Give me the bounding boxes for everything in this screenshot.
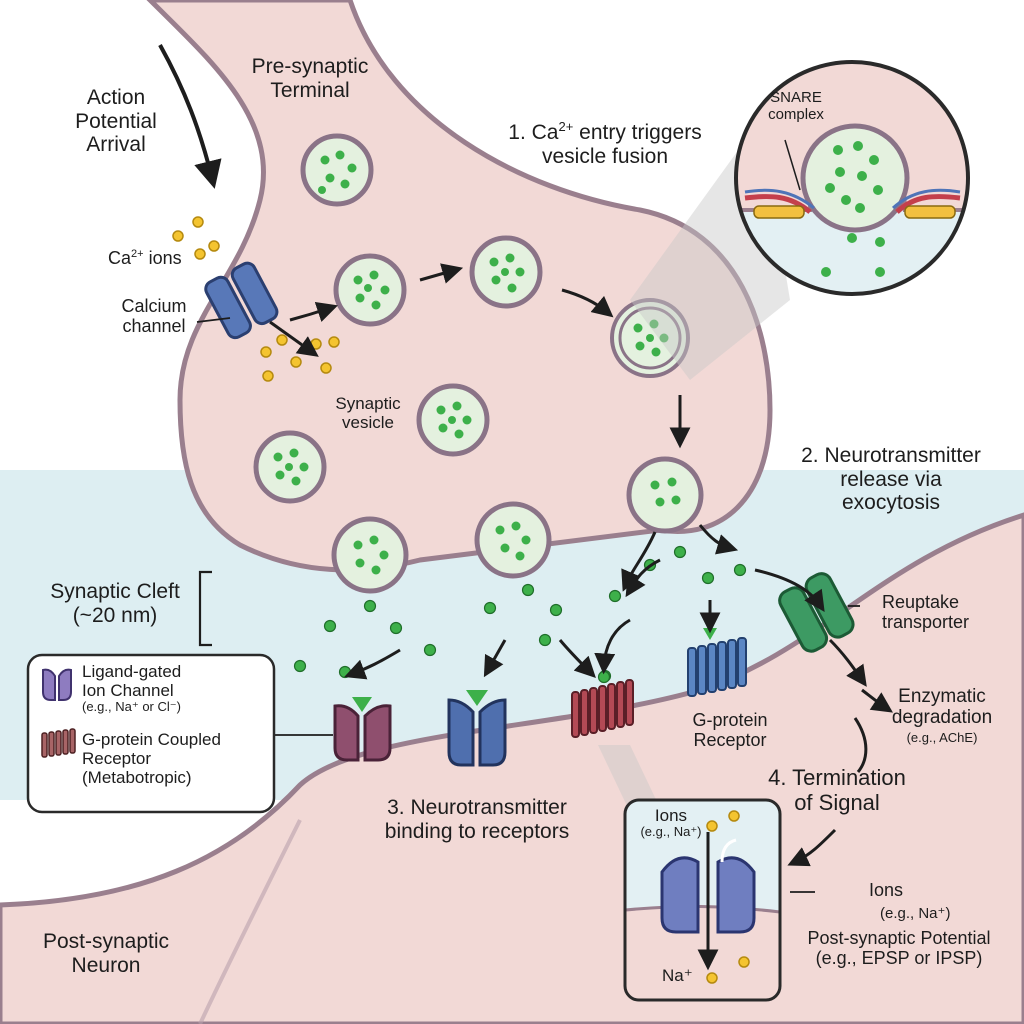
legend-gpcr-icon bbox=[41, 728, 76, 758]
inset-na-label: Na⁺ bbox=[662, 966, 693, 985]
legend-ligand-gated-icon bbox=[42, 668, 72, 701]
cleft-bracket bbox=[198, 570, 212, 647]
calcium-ions bbox=[172, 216, 340, 382]
pre-synaptic-line-2: Terminal bbox=[270, 78, 350, 102]
step-1-prefix: 1. Ca bbox=[508, 121, 559, 144]
synaptic-vesicle-label: Synaptic vesicle bbox=[318, 394, 418, 432]
calcium-channel-label: Calcium channel bbox=[110, 296, 198, 336]
g-protein-receptor-label: G-protein Receptor bbox=[680, 710, 780, 750]
action-potential-label: Action Potential Arrival bbox=[68, 86, 164, 157]
step-1-superscript: 2+ bbox=[558, 119, 574, 134]
ions-right-example: (e.g., Na⁺) bbox=[880, 905, 951, 922]
g-protein-receptor-icon bbox=[687, 637, 747, 697]
reuptake-line-2: transporter bbox=[882, 612, 970, 633]
post-potential-line-2: (e.g., EPSP or IPSP) bbox=[815, 948, 983, 969]
legend-ligand-line-1: Ligand-gated bbox=[82, 662, 182, 681]
inset-cone bbox=[598, 745, 660, 808]
calcium-channel-icon bbox=[204, 261, 279, 340]
step-2-line-1: 2. Neurotransmitter bbox=[801, 444, 981, 467]
gpcr-ligand bbox=[597, 670, 611, 684]
enzymatic-example: (e.g., AChE) bbox=[906, 729, 978, 745]
legend-item-gpcr: G-protein Coupled Receptor (Metabotropic… bbox=[82, 730, 221, 787]
pre-synaptic-label: Pre-synaptic Terminal bbox=[238, 55, 382, 102]
step-1-line-2: vesicle fusion bbox=[541, 144, 669, 168]
post-synaptic-dendrite bbox=[198, 819, 302, 1024]
calcium-channel-line-1: Calcium bbox=[121, 296, 187, 316]
g-protein-receptor-line-2: Receptor bbox=[693, 730, 767, 751]
post-potential-line-1: Post-synaptic Potential bbox=[807, 928, 991, 948]
calcium-channel-line-2: channel bbox=[122, 316, 186, 337]
synaptic-cleft-line-2: (~20 nm) bbox=[72, 603, 158, 627]
docked-vesicles bbox=[331, 456, 704, 594]
synaptic-cleft-line-1: Synaptic Cleft bbox=[50, 580, 180, 603]
step-3-line-1: 3. Neurotransmitter bbox=[387, 796, 567, 819]
legend-gpcr-line-3: (Metabotropic) bbox=[82, 768, 192, 788]
vesicle-neurotransmitter bbox=[273, 150, 681, 575]
termination-curve bbox=[853, 717, 868, 773]
step-2-label: 2. Neurotransmitter release via exocytos… bbox=[784, 444, 998, 515]
pre-synaptic-line-1: Pre-synaptic bbox=[251, 55, 369, 78]
snare-magnifier bbox=[734, 60, 970, 296]
step-4-line-2: of Signal bbox=[794, 789, 880, 815]
ca-ions-superscript: 2+ bbox=[131, 248, 144, 260]
leader-lines bbox=[196, 317, 860, 893]
legend-item-ligand-gated: Ligand-gated Ion Channel (e.g., Na⁺ or C… bbox=[82, 662, 181, 715]
pathway-arrows bbox=[158, 44, 893, 867]
reuptake-line-1: Reuptake bbox=[882, 592, 960, 612]
synaptic-vesicle-line-1: Synaptic bbox=[335, 394, 401, 413]
g-protein-receptor-line-1: G-protein bbox=[692, 710, 768, 730]
step-4-label: 4. Termination of Signal bbox=[752, 765, 922, 815]
post-synaptic-label: Post-synaptic Neuron bbox=[26, 930, 186, 977]
synaptic-cleft-label: Synaptic Cleft (~20 nm) bbox=[38, 580, 192, 627]
ca-ions-suffix: ions bbox=[143, 248, 182, 268]
ligand-gated-channel-icon bbox=[333, 697, 392, 762]
step-2-line-2: release via bbox=[840, 467, 942, 491]
released-neurotransmitter bbox=[293, 545, 747, 683]
snare-line-2: complex bbox=[768, 105, 824, 123]
snare-line-1: SNARE bbox=[770, 89, 822, 106]
ion-channel-inset bbox=[623, 798, 782, 1002]
inset-ions-label: Ions (e.g., Na⁺) bbox=[632, 806, 710, 840]
step-3-line-2: binding to receptors bbox=[384, 819, 570, 843]
reuptake-label: Reuptake transporter bbox=[882, 592, 969, 632]
inset-ions-example: (e.g., Na⁺) bbox=[640, 824, 702, 840]
gpcr-icon bbox=[571, 679, 634, 738]
enzymatic-line-1: Enzymatic bbox=[898, 686, 986, 707]
legend-gpcr-line-1: G-protein Coupled bbox=[82, 730, 221, 749]
snare-label: SNARE complex bbox=[752, 89, 840, 124]
step-1-label: 1. Ca2+ entry triggers vesicle fusion bbox=[492, 119, 718, 168]
step-1-suffix: entry triggers bbox=[573, 121, 702, 144]
enzymatic-label: Enzymatic degradation (e.g., AChE) bbox=[882, 686, 1002, 745]
blue-receptor-icon bbox=[447, 690, 507, 767]
enzymatic-line-2: degradation bbox=[891, 707, 993, 729]
legend-ligand-example: (e.g., Na⁺ or Cl⁻) bbox=[82, 699, 181, 715]
ca-ions-label: Ca2+ ions bbox=[108, 248, 182, 268]
post-synaptic-line-2: Neuron bbox=[71, 953, 141, 977]
post-potential-label: Post-synaptic Potential (e.g., EPSP or I… bbox=[784, 928, 1014, 968]
snare-complex-icon bbox=[744, 188, 961, 219]
step-2-line-3: exocytosis bbox=[841, 491, 941, 515]
inset-ions-title: Ions bbox=[654, 806, 688, 825]
step-4-line-1: 4. Termination bbox=[768, 765, 906, 790]
action-potential-line-1: Action bbox=[86, 86, 146, 109]
legend-box bbox=[26, 653, 276, 814]
action-potential-line-3: Arrival bbox=[86, 133, 146, 157]
legend-ligand-line-2: Ion Channel bbox=[82, 681, 174, 701]
post-synaptic-line-1: Post-synaptic bbox=[42, 930, 170, 953]
synaptic-vesicle-line-2: vesicle bbox=[342, 413, 394, 433]
ca-ions-prefix: Ca bbox=[108, 248, 132, 268]
action-potential-line-2: Potential bbox=[75, 109, 157, 133]
legend-gpcr-line-2: Receptor bbox=[82, 749, 151, 769]
step-3-label: 3. Neurotransmitter binding to receptors bbox=[352, 796, 602, 843]
ions-right-label: Ions bbox=[868, 880, 904, 900]
